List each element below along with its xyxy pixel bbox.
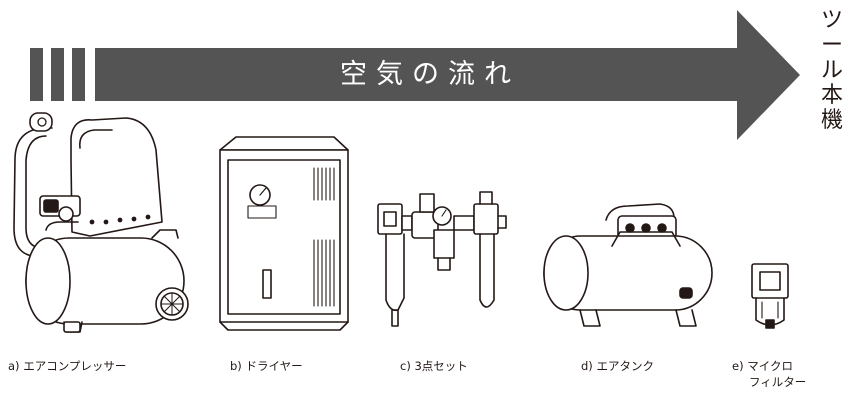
air-compressor-icon (13, 112, 189, 333)
frl-unit-icon (377, 191, 507, 327)
caption-air-compressor: a) エアコンプレッサー (8, 359, 127, 373)
tool-machine-char: ー (820, 33, 843, 58)
air-tank-icon (543, 203, 713, 327)
tool-machine-char: ツ (820, 8, 843, 33)
tool-machine-label: ツ ー ル 本 機 (814, 8, 850, 133)
caption-air-dryer: b) ドライヤー (230, 359, 303, 373)
caption-micro-filter: e) マイクロ フィルター (732, 358, 806, 390)
air-flow-title: 空気の流れ (340, 59, 520, 90)
caption-line: フィルター (749, 375, 807, 389)
arrow-stripe (51, 48, 64, 101)
caption-frl-unit: c) 3点セット (400, 359, 468, 373)
tool-machine-char: 本 (820, 83, 843, 108)
arrow-stripe (72, 48, 85, 101)
micro-filter-icon (751, 263, 789, 329)
tool-machine-char: ル (820, 58, 843, 83)
tool-machine-char: 機 (820, 108, 843, 133)
caption-air-tank: d) エアタンク (581, 359, 654, 373)
air-flow-arrow (30, 10, 800, 140)
air-dryer-icon (219, 136, 349, 331)
arrow-body (95, 10, 800, 140)
caption-line: e) マイクロ (732, 359, 793, 373)
arrow-stripe (30, 48, 43, 101)
